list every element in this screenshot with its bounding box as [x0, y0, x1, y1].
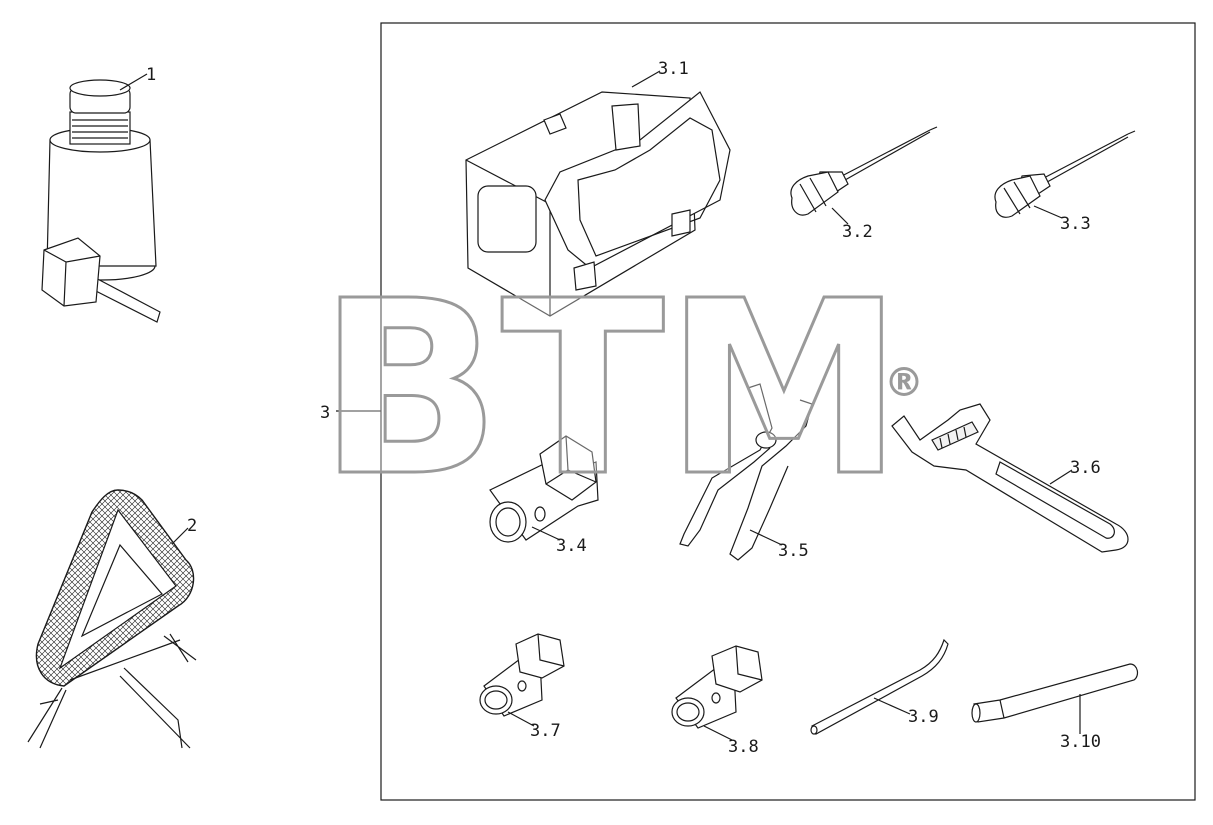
- callout-3-10: 3.10: [1060, 732, 1101, 752]
- adjustable-wrench-drawing: [891, 403, 1129, 553]
- callout-3-2: 3.2: [842, 222, 873, 242]
- socket-wrench-small-b-drawing: [671, 645, 763, 729]
- warning-triangle-drawing: [27, 489, 197, 749]
- callout-3-7: 3.7: [530, 721, 561, 741]
- registered-mark: ®: [884, 360, 924, 406]
- callout-2: 2: [187, 516, 197, 536]
- jack-drawing: [41, 79, 161, 323]
- callout-3-1: 3.1: [658, 59, 689, 79]
- callout-3-5: 3.5: [778, 541, 809, 561]
- callout-1: 1: [146, 65, 156, 85]
- tommy-bar-drawing: [971, 663, 1139, 723]
- callout-3: 3: [320, 403, 330, 423]
- callout-3-9: 3.9: [908, 707, 939, 727]
- callout-3-6: 3.6: [1070, 458, 1101, 478]
- screwdriver-a-drawing: [790, 126, 938, 216]
- pliers-drawing: [679, 383, 813, 561]
- callout-3-3: 3.3: [1060, 214, 1091, 234]
- btm-watermark: BTM: [318, 249, 903, 529]
- tool-bag-drawing: [465, 91, 731, 317]
- socket-wrench-large-drawing: [489, 435, 599, 543]
- callout-3-4: 3.4: [556, 536, 587, 556]
- bent-rod-drawing: [810, 638, 949, 735]
- socket-wrench-small-a-drawing: [479, 633, 565, 717]
- callout-3-8: 3.8: [728, 737, 759, 757]
- screwdriver-b-drawing: [994, 130, 1136, 218]
